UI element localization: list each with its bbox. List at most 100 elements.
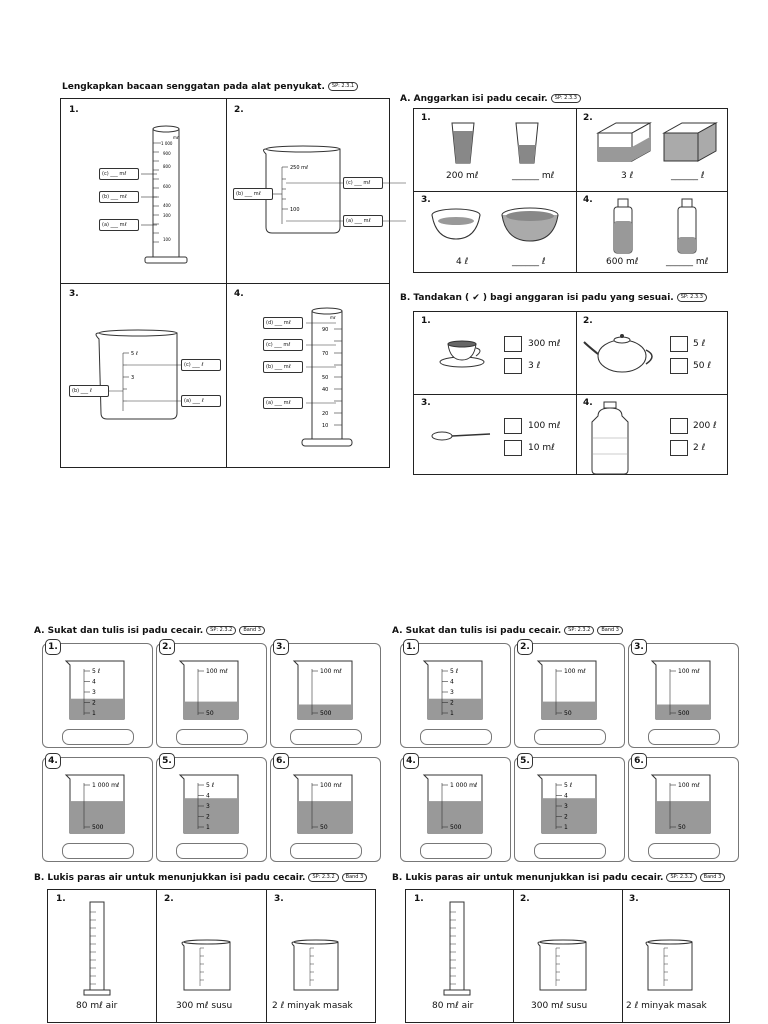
tick-label: 1 000 mℓ <box>450 782 477 789</box>
tick-label: 10 <box>322 423 328 429</box>
tick-label: 20 <box>322 411 328 417</box>
estimate-volume-title: A. Anggarkan isi padu cecair.SP: 2.3.3 <box>400 94 581 104</box>
tick-label: 250 mℓ <box>290 165 308 171</box>
answer-box[interactable]: (b) ___ ℓ <box>69 385 109 397</box>
answer-blank[interactable]: ______ ℓ <box>671 171 705 181</box>
water-jug-icon <box>591 401 629 475</box>
tick-label: 50 <box>678 824 686 831</box>
tick-label: 70 <box>322 351 328 357</box>
question-number: 4. <box>583 398 593 408</box>
question-number: 3. <box>631 639 647 655</box>
tick-label: 500 <box>92 824 104 831</box>
tick-label: 900 <box>163 151 171 156</box>
tick-label: 5 ℓ <box>131 351 138 357</box>
answer-field[interactable] <box>176 843 248 859</box>
tick-label: 1 <box>92 710 96 717</box>
option-label: 200 ℓ <box>693 421 717 431</box>
tick-label: 100 mℓ <box>206 668 228 675</box>
question-number: 3. <box>421 398 431 408</box>
draw-level-panel: 1. 2. 3. 80 mℓ air 300 mℓ susu 2 ℓ minya… <box>47 889 376 1023</box>
tick-label: 500 <box>320 710 332 717</box>
option-label: 5 ℓ <box>693 339 706 349</box>
tick-label: 1 <box>564 824 568 831</box>
answer-field[interactable] <box>648 729 720 745</box>
question-number: 4. <box>403 753 419 769</box>
caption: 2 ℓ minyak masak <box>626 1001 707 1011</box>
answer-box[interactable]: (b) ___ mℓ <box>263 361 303 373</box>
tick-label: 500 <box>678 710 690 717</box>
option-label: 10 mℓ <box>528 443 555 453</box>
answer-box[interactable]: (c) ___ mℓ <box>343 177 383 189</box>
tick-label: 400 <box>163 203 171 208</box>
tick-label: 100 mℓ <box>564 668 586 675</box>
option-label: 50 ℓ <box>693 361 712 371</box>
tick-label: 1 <box>206 824 210 831</box>
answer-field[interactable] <box>420 843 492 859</box>
caption: 300 mℓ susu <box>176 1001 233 1011</box>
option-checkbox[interactable] <box>504 418 522 434</box>
beaker-illustration: 100 mℓ 500 <box>650 660 711 720</box>
measure-write-title: A. Sukat dan tulis isi padu cecair.SP: 2… <box>34 626 265 636</box>
question-number: 4. <box>583 195 593 205</box>
measure-reading-panel: 1. mℓ 1 000 900 800 600 400 300 100 (c) … <box>60 98 406 468</box>
option-checkbox[interactable] <box>670 440 688 456</box>
option-checkbox[interactable] <box>670 358 688 374</box>
tick-label: 5 ℓ <box>92 668 100 675</box>
answer-field[interactable] <box>534 729 606 745</box>
question-number: 1. <box>69 105 79 115</box>
answer-box[interactable]: (d) ___ mℓ <box>263 317 303 329</box>
measure-reading-title: Lengkapkan bacaan senggatan pada alat pe… <box>62 82 359 92</box>
answer-field[interactable] <box>62 843 134 859</box>
answer-box[interactable]: (c) ___ ℓ <box>181 359 221 371</box>
option-checkbox[interactable] <box>670 336 688 352</box>
answer-box[interactable]: (a) ___ mℓ <box>99 219 139 231</box>
spoon-icon <box>431 431 491 441</box>
draw-level-title: B. Lukis paras air untuk menunjukkan isi… <box>34 873 368 883</box>
answer-field[interactable] <box>290 843 362 859</box>
option-checkbox[interactable] <box>504 358 522 374</box>
answer-box[interactable]: (b) ___ mℓ <box>233 188 273 200</box>
tick-label: 4 <box>450 679 454 686</box>
answer-field[interactable] <box>290 729 362 745</box>
answer-blank[interactable]: ______ mℓ <box>666 257 709 267</box>
answer-field[interactable] <box>62 729 134 745</box>
tick-label: 1 000 mℓ <box>92 782 119 789</box>
beaker-illustration: 1 000 mℓ 500 <box>64 774 125 834</box>
tick-label: 100 mℓ <box>678 668 700 675</box>
answer-box[interactable]: (a) ___ ℓ <box>181 395 221 407</box>
tick-label: 100 mℓ <box>320 668 342 675</box>
answer-field[interactable] <box>648 843 720 859</box>
question-number: 1. <box>421 113 431 123</box>
tick-label: 4 <box>564 793 568 800</box>
caption: 2 ℓ minyak masak <box>272 1001 353 1011</box>
tick-label: 50 <box>206 710 214 717</box>
question-number: 3. <box>273 639 289 655</box>
answer-box[interactable]: (a) ___ mℓ <box>263 397 303 409</box>
option-label: 2 ℓ <box>693 443 706 453</box>
draw-level-title: B. Lukis paras air untuk menunjukkan isi… <box>392 873 726 883</box>
estimate-volume-panel: 1. 200 mℓ ______ mℓ 2. 3 ℓ ______ ℓ 3. 4… <box>413 108 728 273</box>
option-checkbox[interactable] <box>670 418 688 434</box>
answer-box[interactable]: (a) ___ mℓ <box>343 215 383 227</box>
empty-containers-illustration <box>83 901 339 996</box>
tick-label: 3 <box>92 689 96 696</box>
answer-box[interactable]: (b) ___ mℓ <box>99 191 139 203</box>
tick-label: 4 <box>206 793 210 800</box>
answer-box[interactable]: (c) ___ mℓ <box>99 168 139 180</box>
question-number: 5. <box>159 753 175 769</box>
jug-illustration: 5 ℓ 3 <box>95 329 181 420</box>
answer-box[interactable]: (c) ___ mℓ <box>263 339 303 351</box>
answer-field[interactable] <box>420 729 492 745</box>
answer-blank[interactable]: ______ mℓ <box>512 171 555 181</box>
answer-field[interactable] <box>176 729 248 745</box>
answer-field[interactable] <box>534 843 606 859</box>
question-number: 3. <box>629 894 639 904</box>
answer-blank[interactable]: ______ ℓ <box>512 257 546 267</box>
option-checkbox[interactable] <box>504 440 522 456</box>
measuring-cylinder-illustration: mℓ 90 70 50 40 20 10 <box>301 307 353 447</box>
option-checkbox[interactable] <box>504 336 522 352</box>
basin-illustration <box>431 207 559 242</box>
question-number: 2. <box>234 105 244 115</box>
